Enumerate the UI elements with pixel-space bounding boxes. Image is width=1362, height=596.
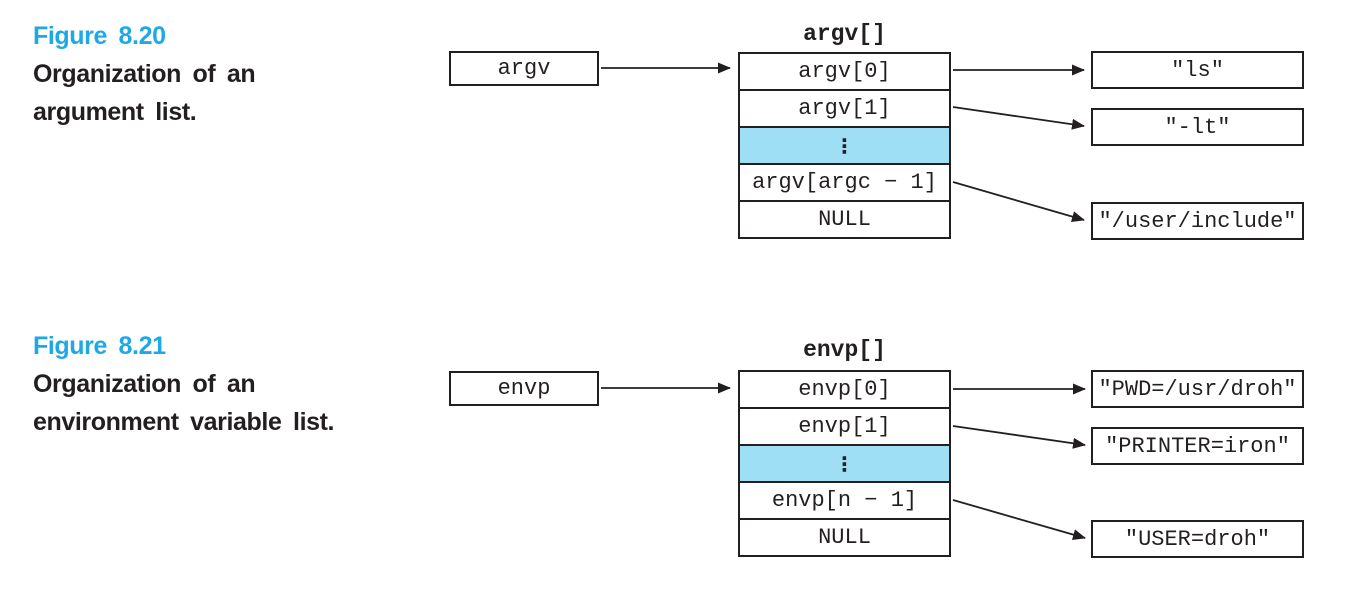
argv-row-null-label: NULL	[818, 207, 871, 232]
envp-row-3-label: envp[n − 1]	[771, 488, 918, 513]
envp-array-title: envp[]	[803, 337, 886, 363]
figure-8-21-caption: Figure 8.21 Organization of an environme…	[33, 327, 393, 441]
envp-string-box-printer: "PRINTER=iron"	[1091, 427, 1304, 465]
argv-row-0-label: argv[0]	[798, 59, 891, 84]
argv-row-1-label: argv[1]	[798, 96, 891, 121]
envp-array-row-null: NULL	[740, 518, 949, 555]
arrow-argvlast-to-include	[952, 181, 1085, 222]
argv-array-row-1: argv[1]	[740, 89, 949, 126]
arrow-envp1-to-printer	[952, 425, 1086, 449]
envp-string-printer: "PRINTER=iron"	[1105, 433, 1290, 459]
argv-array: argv[0] argv[1] ⋮ argv[argc − 1] NULL	[738, 52, 951, 239]
argv-string-user-include: "/user/include"	[1098, 208, 1297, 234]
argv-array-row-0: argv[0]	[740, 54, 949, 89]
argv-row-3-label: argv[argc − 1]	[752, 170, 937, 195]
vertical-ellipsis-icon: ⋮	[834, 133, 855, 158]
argv-pointer-label: argv	[497, 56, 551, 81]
envp-array-row-1: envp[1]	[740, 407, 949, 444]
figure-8-20-label: Figure 8.20	[33, 22, 166, 50]
figure-8-21-caption-line-1: Organization of an	[33, 370, 256, 398]
envp-row-null-label: NULL	[818, 525, 871, 550]
envp-pointer-label: envp	[497, 376, 551, 401]
figure-8-20-caption: Figure 8.20 Organization of an argument …	[33, 17, 393, 131]
figure-8-20-caption-line-2: argument list.	[33, 98, 197, 126]
envp-row-1-label: envp[1]	[798, 414, 891, 439]
argv-string-lt: "-lt"	[1164, 114, 1231, 140]
argv-array-row-ellipsis: ⋮	[740, 126, 949, 163]
argv-array-row-null: NULL	[740, 200, 949, 237]
arrow-argv1-to-lt	[952, 106, 1085, 130]
argv-string-box-ls: "ls"	[1091, 51, 1304, 89]
envp-array-row-ellipsis: ⋮	[740, 444, 949, 481]
arrow-envplast-to-user	[952, 499, 1086, 540]
vertical-ellipsis-icon: ⋮	[834, 451, 855, 476]
argv-string-box-user-include: "/user/include"	[1091, 202, 1304, 240]
envp-row-0-label: envp[0]	[798, 377, 891, 402]
envp-array: envp[0] envp[1] ⋮ envp[n − 1] NULL	[738, 370, 951, 557]
envp-pointer-box: envp	[449, 371, 599, 406]
figure-8-21-label: Figure 8.21	[33, 332, 166, 360]
argv-pointer-box: argv	[449, 51, 599, 86]
figure-8-20-caption-line-1: Organization of an	[33, 60, 256, 88]
envp-array-row-0: envp[0]	[740, 372, 949, 407]
argv-string-ls: "ls"	[1171, 57, 1224, 83]
envp-string-box-pwd: "PWD=/usr/droh"	[1091, 370, 1304, 408]
envp-array-row-3: envp[n − 1]	[740, 481, 949, 518]
envp-string-pwd: "PWD=/usr/droh"	[1098, 376, 1297, 402]
figure-8-21-caption-line-2: environment variable list.	[33, 408, 335, 436]
envp-string-box-user: "USER=droh"	[1091, 520, 1304, 558]
envp-string-user: "USER=droh"	[1124, 526, 1271, 552]
argv-array-title: argv[]	[803, 21, 886, 47]
argv-string-box-lt: "-lt"	[1091, 108, 1304, 146]
argv-array-row-3: argv[argc − 1]	[740, 163, 949, 200]
